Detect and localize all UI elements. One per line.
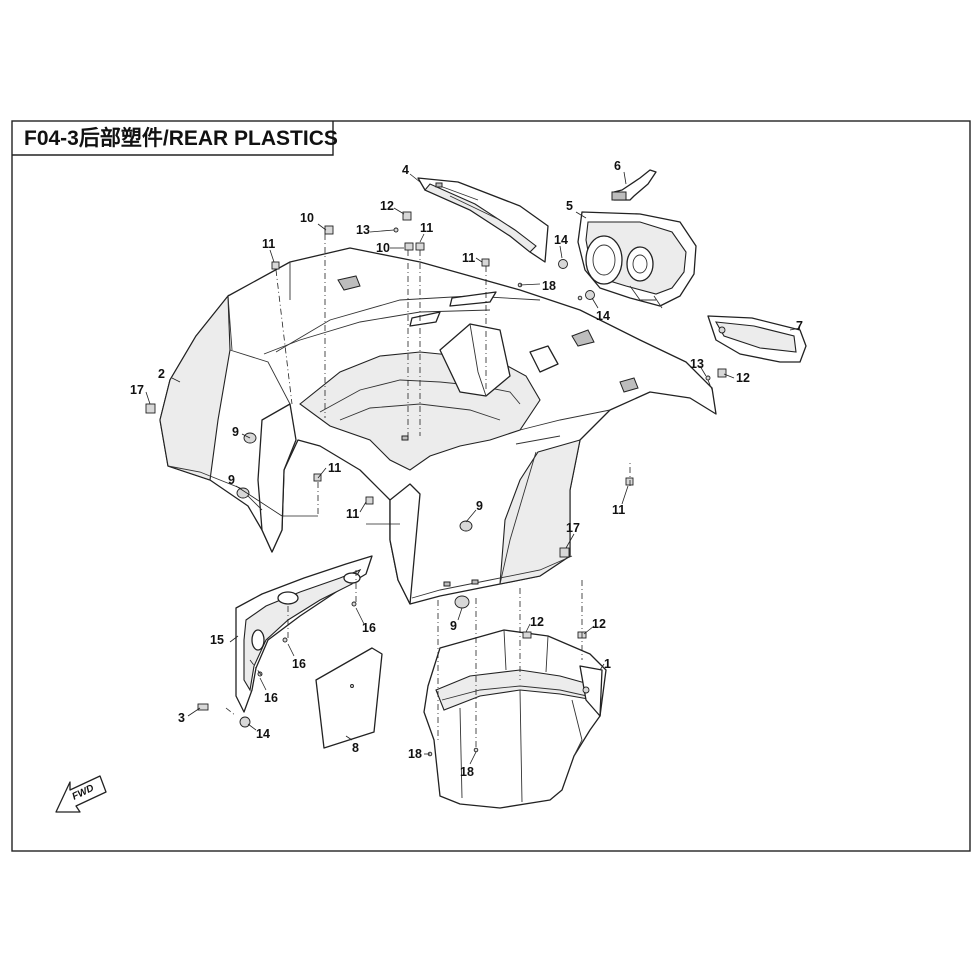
callout-8: 8 [352, 741, 359, 755]
alignment-lines [225, 234, 713, 750]
callout-9b: 9 [228, 473, 235, 487]
callout-11b: 11 [420, 221, 433, 235]
callout-7: 7 [796, 319, 803, 333]
callout-13b: 13 [690, 357, 704, 371]
part-7-reflector [707, 315, 807, 363]
callout-12a: 12 [380, 199, 394, 213]
part-1-storage-box [423, 629, 607, 809]
callout-4: 4 [402, 163, 409, 177]
callout-16b: 16 [292, 657, 306, 671]
callout-6: 6 [614, 159, 621, 173]
callout-11c: 11 [462, 251, 475, 265]
callout-12c: 12 [530, 615, 544, 629]
callout-17b: 17 [566, 521, 580, 535]
fwd-direction-arrow: FWD [55, 775, 107, 813]
diagram-title: F04-3后部塑件/REAR PLASTICS [24, 126, 338, 150]
title-box [12, 121, 334, 156]
callout-18b: 18 [408, 747, 422, 761]
callout-11e: 11 [346, 507, 359, 521]
callout-13a: 13 [356, 223, 370, 237]
callout-16c: 16 [264, 691, 278, 705]
callout-18a: 18 [542, 279, 556, 293]
part-15-mud-flap [235, 555, 373, 713]
callout-14c: 14 [256, 727, 270, 741]
callout-11d: 11 [328, 461, 341, 475]
part-4-rack-cover [417, 177, 549, 263]
callout-5: 5 [566, 199, 573, 213]
part-6-bracket [611, 169, 657, 201]
part-8-panel [315, 647, 383, 749]
callout-10b: 10 [376, 241, 390, 255]
callout-9c: 9 [476, 499, 483, 513]
callout-17a: 17 [130, 383, 144, 397]
callout-3: 3 [178, 711, 185, 725]
callout-15: 15 [210, 633, 224, 647]
callout-16a: 16 [362, 621, 376, 635]
diagram-frame [11, 120, 971, 852]
callout-numbers: 1 2 3 4 5 6 7 8 9 9 9 9 10 10 11 11 11 1… [130, 159, 803, 779]
callout-14a: 14 [554, 233, 568, 247]
callout-12b: 12 [736, 371, 750, 385]
callout-10a: 10 [300, 211, 314, 225]
callout-9a: 9 [232, 425, 239, 439]
leader-lines [145, 171, 801, 765]
callout-11f: 11 [612, 503, 625, 517]
part-5-tail-light [577, 211, 697, 309]
callout-11a: 11 [262, 237, 275, 251]
callout-9d: 9 [450, 619, 457, 633]
part-2-rear-fender [159, 247, 717, 605]
callout-2: 2 [158, 367, 165, 381]
callout-14b: 14 [596, 309, 610, 323]
callout-18c: 18 [460, 765, 474, 779]
callout-12d: 12 [592, 617, 606, 631]
callout-1: 1 [604, 657, 611, 671]
